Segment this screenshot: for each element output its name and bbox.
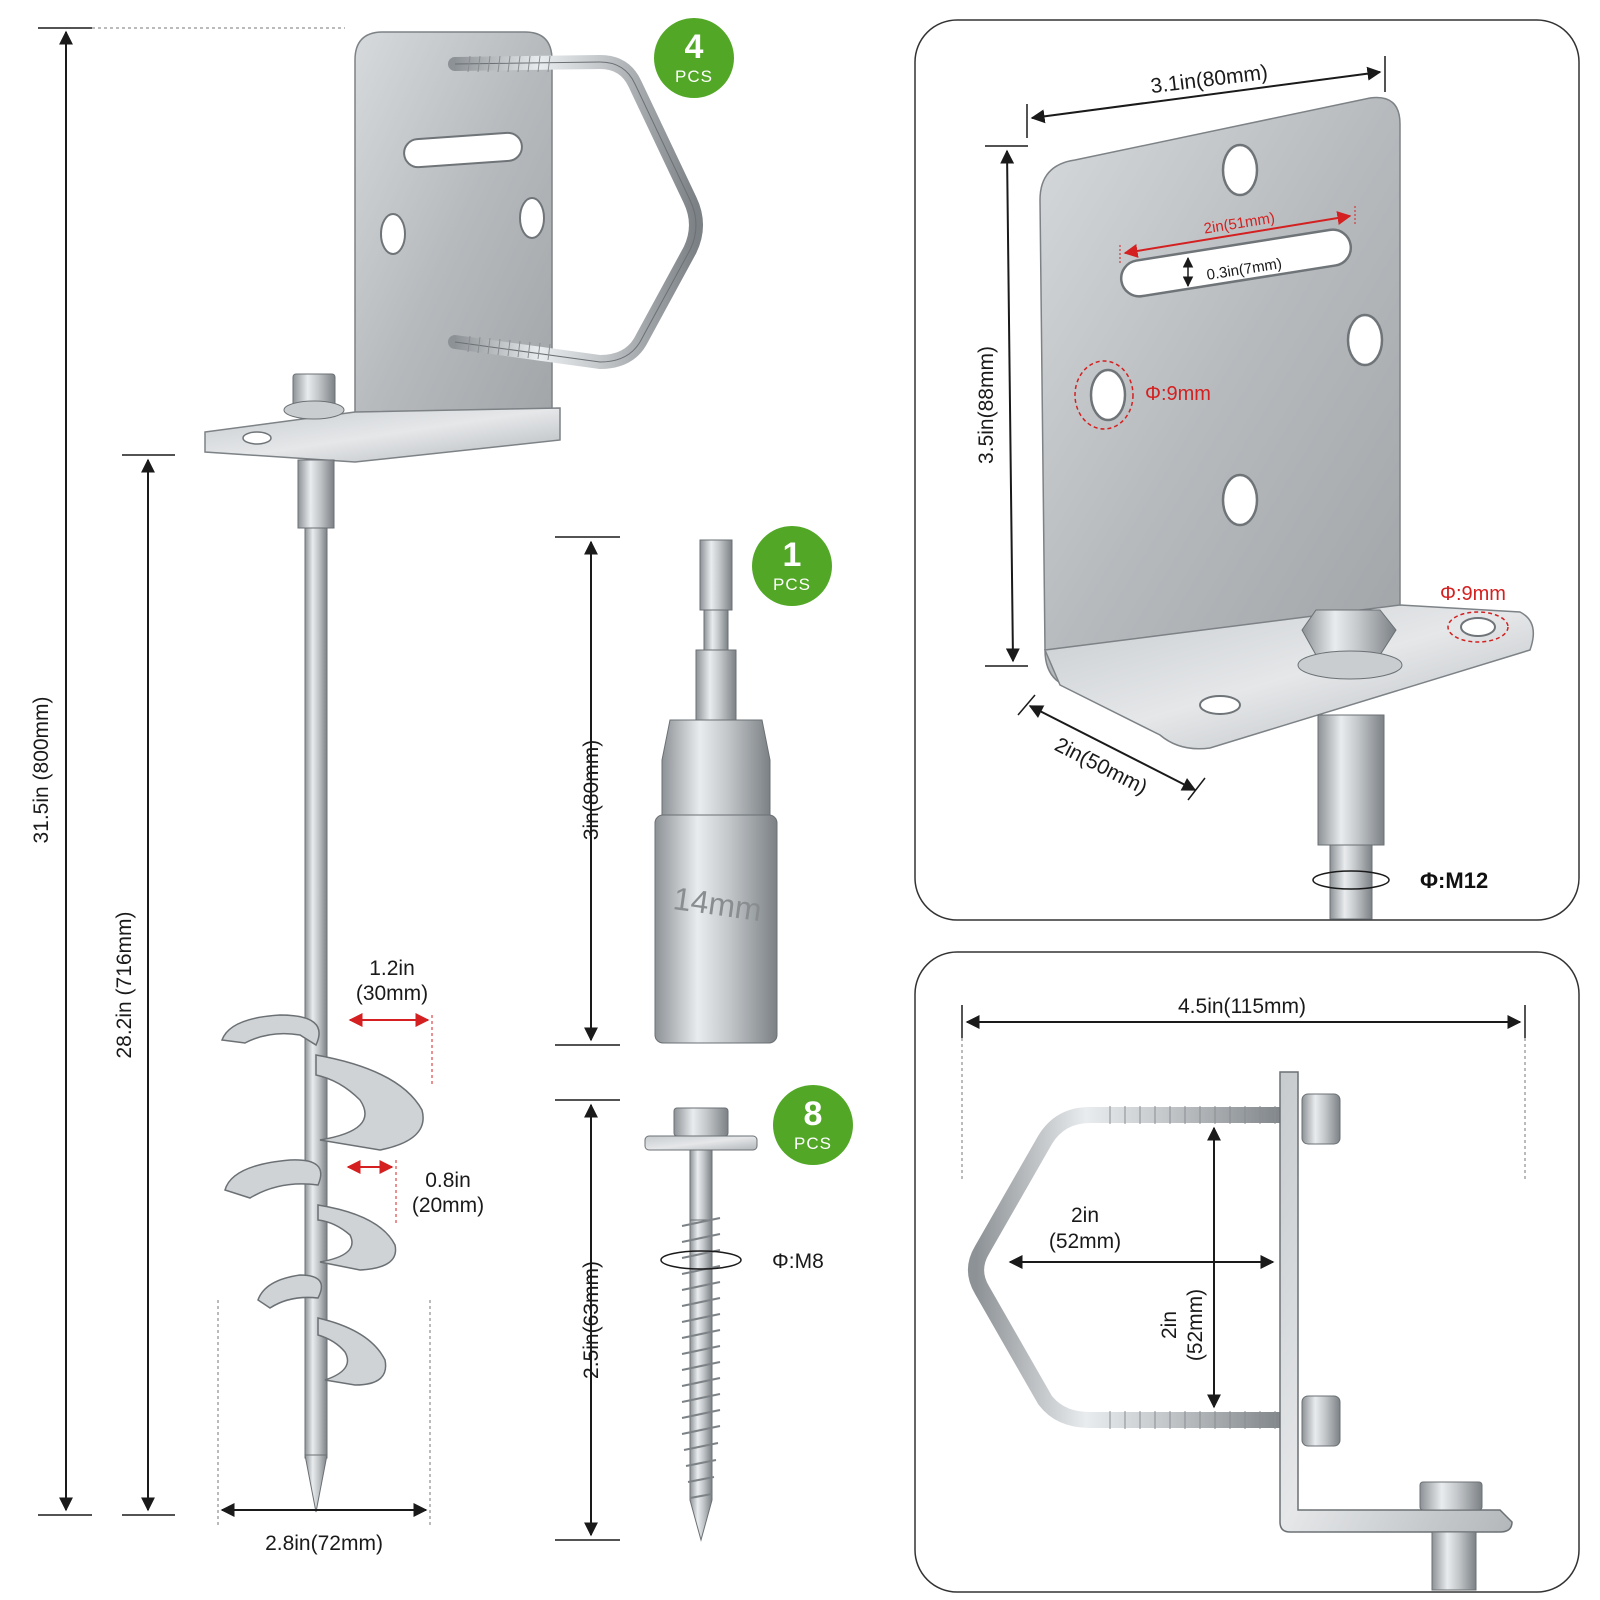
ubolt-detail-panel: 4.5in(115mm) 2in (52mm) 2in (52mm): [914, 951, 1580, 1593]
helix-width-label: 2.8in(72mm): [265, 1532, 383, 1555]
helix-inner-label-2: (20mm): [412, 1194, 484, 1217]
hex-socket-driver: 14mm: [654, 539, 778, 1044]
side-hole-diameter-label: Φ:9mm: [1145, 383, 1211, 405]
bracket-quantity-badge: 4 PCS: [654, 18, 734, 98]
helix-inner-label-1: 0.8in: [425, 1169, 471, 1192]
rod-diameter-label: Φ:M12: [1420, 868, 1488, 893]
svg-text:8: 8: [804, 1095, 823, 1133]
helix-width-dimension: 2.8in(72mm): [217, 1300, 431, 1555]
bracket-detail-panel: 3.1in(80mm) 3.5in(88mm) Φ:9mm Φ:9mm 2in(…: [914, 19, 1580, 921]
helix-outer-dimension: 1.2in (30mm): [348, 957, 433, 1085]
screw-length-dimension: 2.5in(63mm): [555, 1099, 620, 1541]
stake-bracket: [204, 31, 703, 529]
base-hole-diameter-label: Φ:9mm: [1440, 583, 1506, 605]
lag-screw: Φ:M8: [644, 1107, 824, 1542]
ubolt-inner-height-label-2: (52mm): [1184, 1289, 1207, 1361]
helix-outer-label-2: (30mm): [356, 982, 428, 1005]
ubolt-inner-height-label-1: 2in: [1158, 1311, 1181, 1339]
helix-outer-label-1: 1.2in: [369, 957, 415, 980]
socket-length-dimension: 3in(80mm): [555, 536, 620, 1046]
bracket-height-label: 3.5in(88mm): [975, 346, 998, 464]
stake-rod: [304, 527, 328, 1513]
socket-length-label: 3in(80mm): [580, 740, 603, 840]
svg-text:PCS: PCS: [794, 1134, 832, 1153]
stake-helix: [220, 1014, 424, 1386]
stake-height-label: 28.2in (716mm): [113, 911, 136, 1058]
socket-quantity-badge: 1 PCS: [752, 526, 832, 606]
svg-text:1: 1: [783, 536, 802, 574]
total-height-dimension: 31.5in (800mm): [30, 27, 345, 1516]
screw-diameter-label: Φ:M8: [772, 1250, 824, 1273]
svg-text:4: 4: [685, 28, 704, 66]
stake-height-dimension: 28.2in (716mm): [113, 454, 175, 1516]
helix-inner-dimension: 0.8in (20mm): [346, 1160, 484, 1225]
ubolt-inner-width-label-2: (52mm): [1049, 1230, 1121, 1253]
screw-length-label: 2.5in(63mm): [580, 1261, 603, 1379]
svg-text:PCS: PCS: [773, 575, 811, 594]
ubolt-total-width-label: 4.5in(115mm): [1178, 995, 1306, 1018]
ubolt-inner-width-label-1: 2in: [1071, 1204, 1099, 1227]
screw-quantity-badge: 8 PCS: [773, 1085, 853, 1165]
total-height-label: 31.5in (800mm): [30, 696, 53, 843]
svg-text:PCS: PCS: [675, 67, 713, 86]
